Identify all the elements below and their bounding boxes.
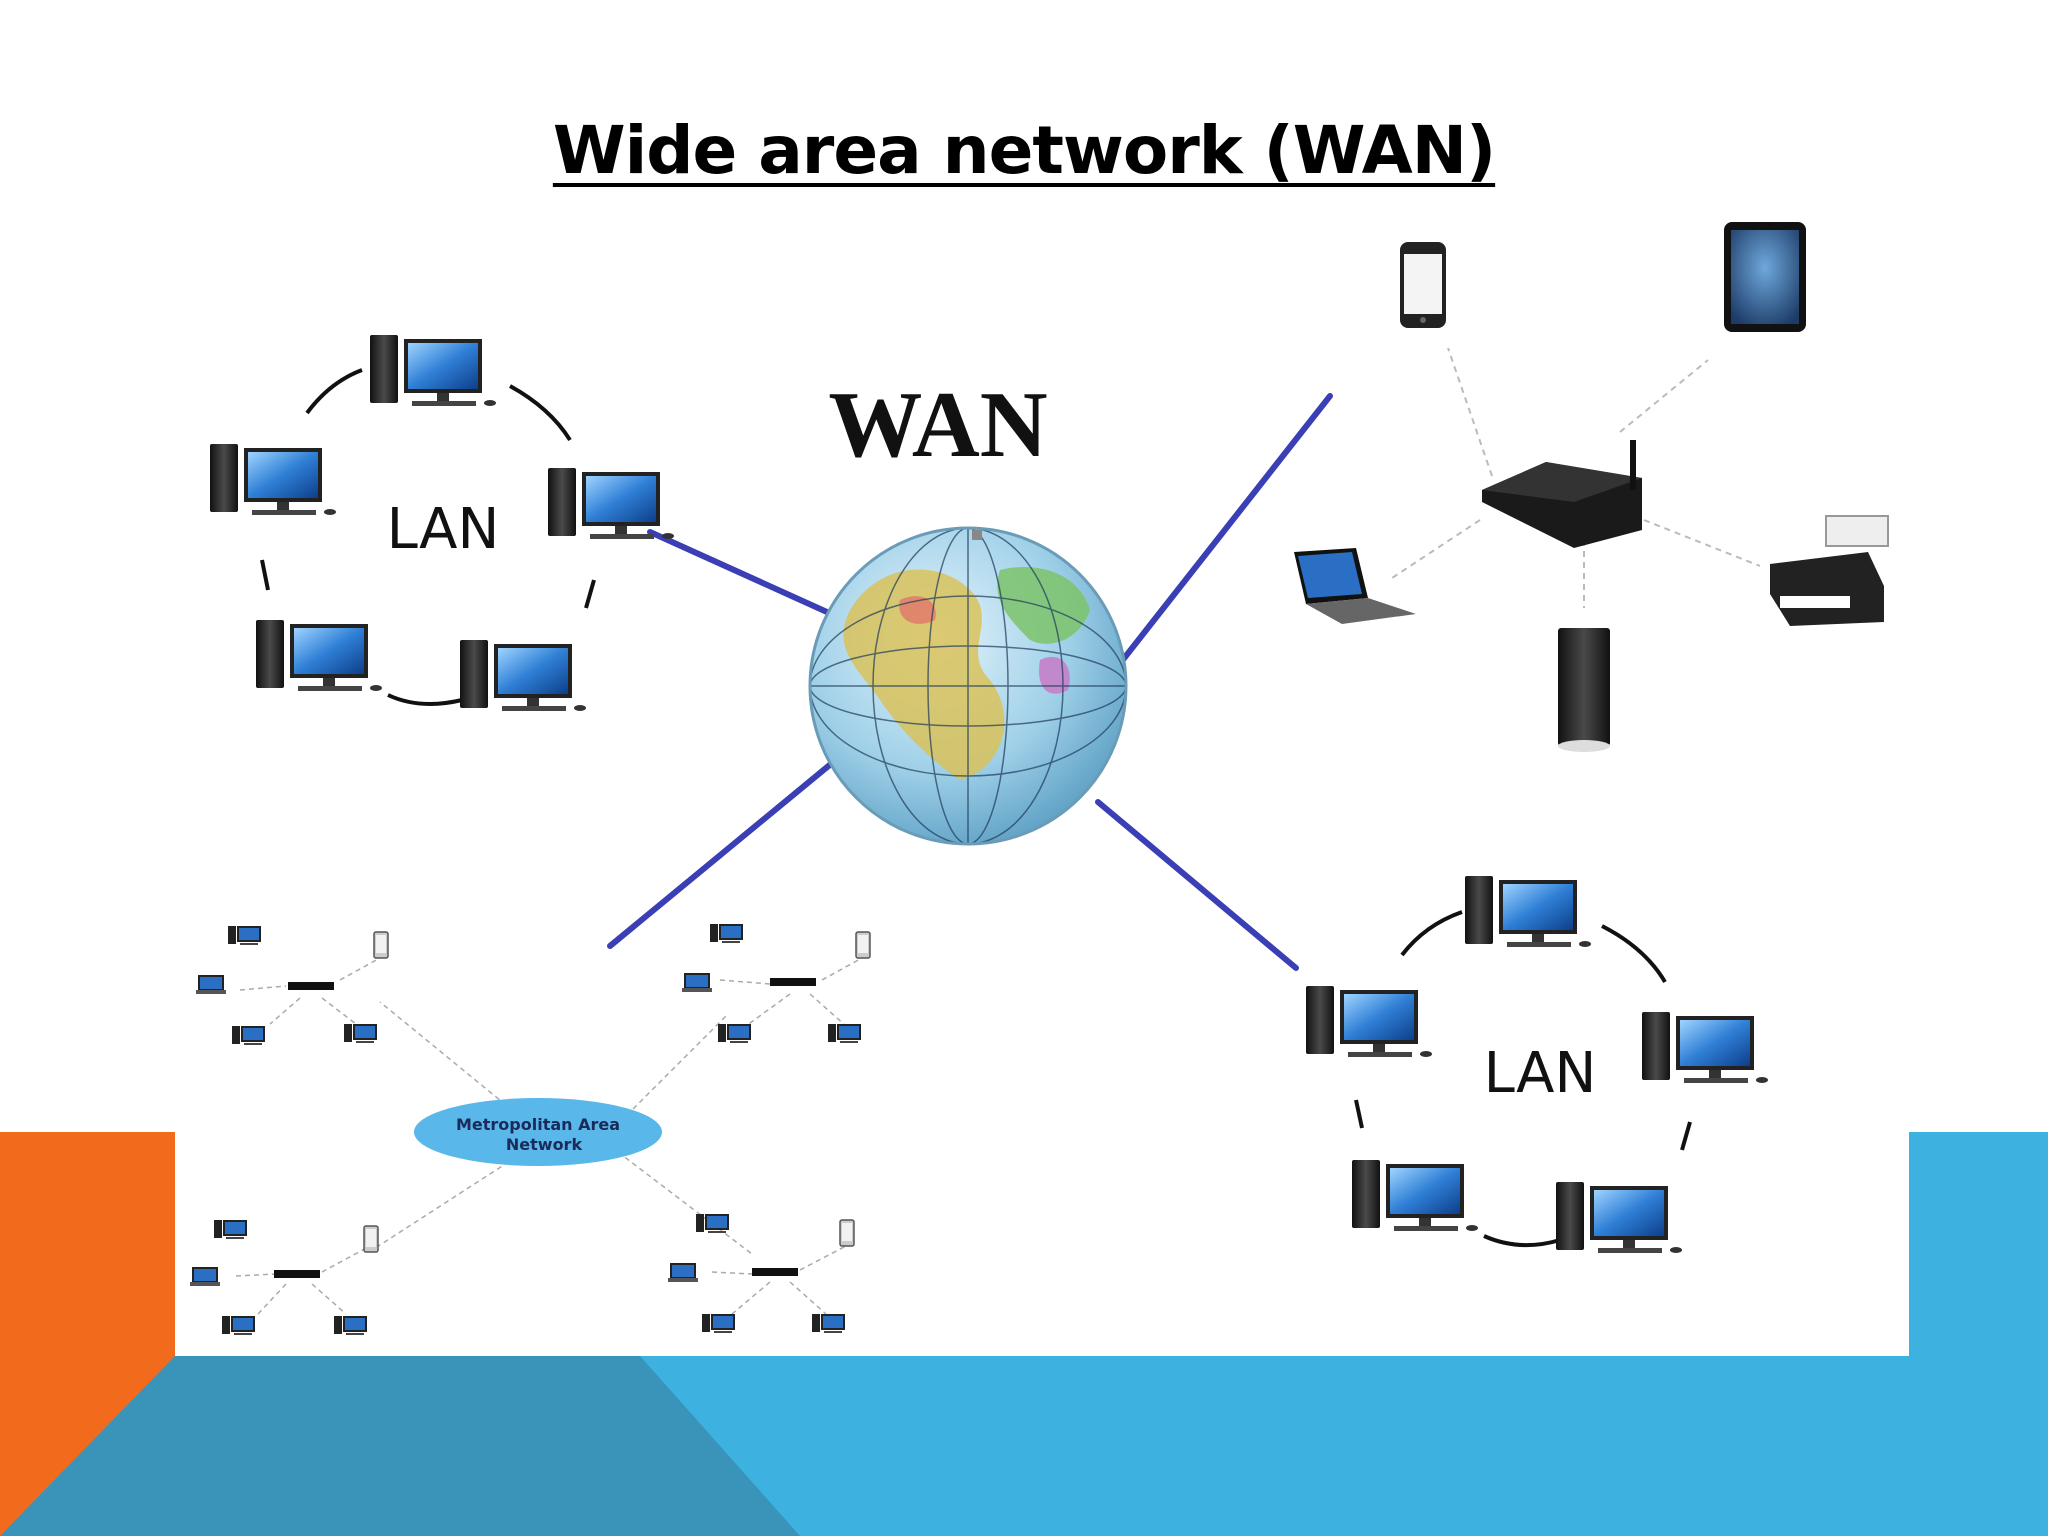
man-label-line1: Metropolitan Area (456, 1115, 620, 1134)
lan-ring-segment (305, 368, 363, 415)
desktop-computer-icon (1556, 1182, 1682, 1253)
link-man (607, 760, 835, 949)
link-lan-top-left (647, 529, 841, 620)
orange-corner-shape (0, 1132, 175, 1536)
desktop-computer-icon (1352, 1160, 1478, 1231)
man-network: Metropolitan Area Network (189, 923, 871, 1336)
laptop-icon (1294, 548, 1416, 624)
desktop-computer-icon (1306, 986, 1432, 1057)
desktop-computer-icon (460, 640, 586, 711)
slide-title: Wide area network (WAN) (552, 112, 1496, 189)
desktop-computer-icon (1642, 1012, 1768, 1083)
storage-drive-icon (1558, 628, 1610, 752)
desktop-computer-icon (370, 335, 496, 406)
tablet-icon (1724, 222, 1806, 332)
globe-icon (808, 526, 1128, 846)
lan-bottom-right: LAN (1306, 876, 1768, 1253)
man-label-line2: Network (506, 1135, 583, 1154)
desktop-computer-icon (210, 444, 336, 515)
desktop-computer-icon (256, 620, 382, 691)
printer-icon (1770, 515, 1889, 626)
desktop-computer-icon (1465, 876, 1591, 947)
lan-label-bottom-right: LAN (1484, 1041, 1597, 1106)
teal-triangle-shape (0, 1356, 800, 1536)
smartphone-icon (1400, 242, 1446, 328)
wan-links (607, 393, 1333, 971)
lan-top-left: LAN (210, 335, 674, 711)
wan-label: WAN (828, 373, 1047, 477)
home-network (1294, 222, 1889, 752)
link-home-network (1115, 393, 1333, 669)
link-lan-bottom-right (1095, 799, 1299, 971)
lan-label-top-left: LAN (387, 497, 500, 562)
wifi-router-icon (1482, 440, 1642, 548)
man-ellipse (414, 1098, 662, 1166)
desktop-computer-icon (548, 468, 674, 539)
